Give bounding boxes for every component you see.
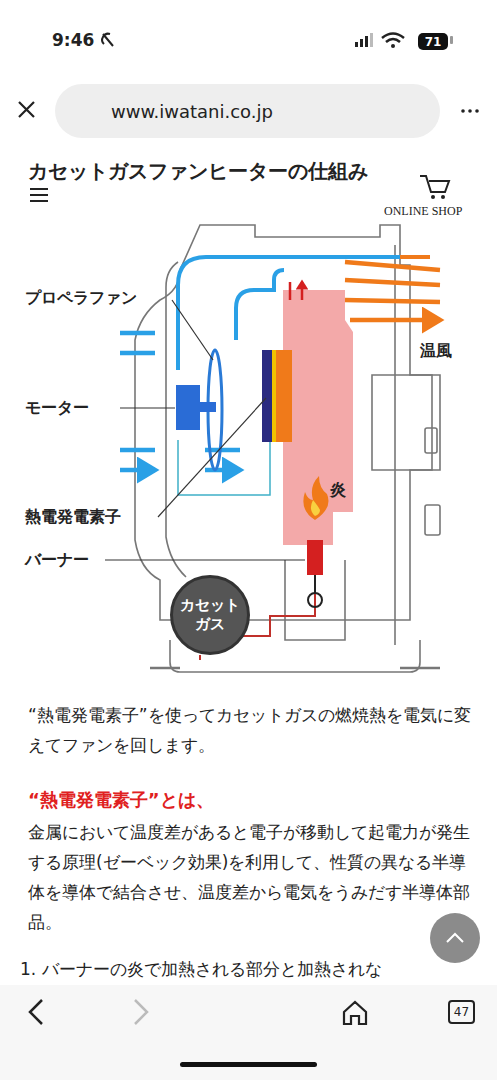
- part-label: バーナー: [25, 550, 89, 571]
- bottom-toolbar: [0, 985, 497, 1080]
- heater-housing: [135, 225, 440, 672]
- page-title: カセットガスファンヒーターの仕組み: [28, 158, 368, 185]
- part-label: 温風: [420, 341, 452, 362]
- motor-shaft: [200, 402, 216, 412]
- flame-core: [311, 500, 320, 516]
- igniter: [308, 593, 322, 607]
- list-item: 1. バーナーの炎で加熱される部分と加熱されな: [20, 958, 382, 981]
- tab-count: 47: [448, 1000, 475, 1024]
- scroll-chevron: [447, 934, 463, 942]
- part-label: 炎: [330, 480, 346, 501]
- air-flow: [120, 257, 440, 495]
- element-junction: [272, 350, 276, 442]
- flame: [303, 476, 328, 520]
- combustion-chamber: [283, 290, 353, 545]
- part-label: 熱電発電素子: [25, 507, 121, 528]
- status-icons: [102, 33, 453, 48]
- body-text: 金属において温度差があると電子が移動して起電力が発生する原理(ゼーベック効果)を…: [28, 817, 473, 937]
- battery-indicator: 71: [418, 33, 448, 50]
- element-hot-side: [276, 350, 292, 442]
- burner: [307, 540, 323, 575]
- url-bar: www.iwatani.co.jp: [55, 84, 440, 138]
- gas-cassette-text: カセット ガス: [178, 596, 242, 634]
- body-text: “熱電発電素子”を使ってカセットガスの燃焼熱を電気に変えてファンを回します。: [28, 700, 473, 760]
- home-indicator: [180, 1062, 317, 1067]
- scroll-top-button: [430, 913, 480, 963]
- status-time: 9:46: [52, 30, 94, 50]
- thermoelectric-element: [262, 350, 272, 442]
- motor: [176, 385, 200, 430]
- part-label: モーター: [25, 398, 89, 419]
- burner-stem: [314, 575, 316, 593]
- battery-indicator-text: 71: [425, 35, 442, 49]
- shop-link: ONLINE SHOP: [384, 204, 462, 219]
- url-bar-text: www.iwatani.co.jp: [111, 101, 273, 122]
- part-label: プロペラファン: [25, 288, 137, 309]
- tab-count-text: 47: [454, 1005, 469, 1019]
- gas-cassette: カセット ガス: [170, 575, 250, 655]
- toolbar-icons: [30, 1000, 366, 1024]
- heat-arrows: [290, 282, 302, 300]
- section-heading: “熱電発電素子”とは、: [28, 788, 214, 812]
- leader-lines: [105, 300, 305, 560]
